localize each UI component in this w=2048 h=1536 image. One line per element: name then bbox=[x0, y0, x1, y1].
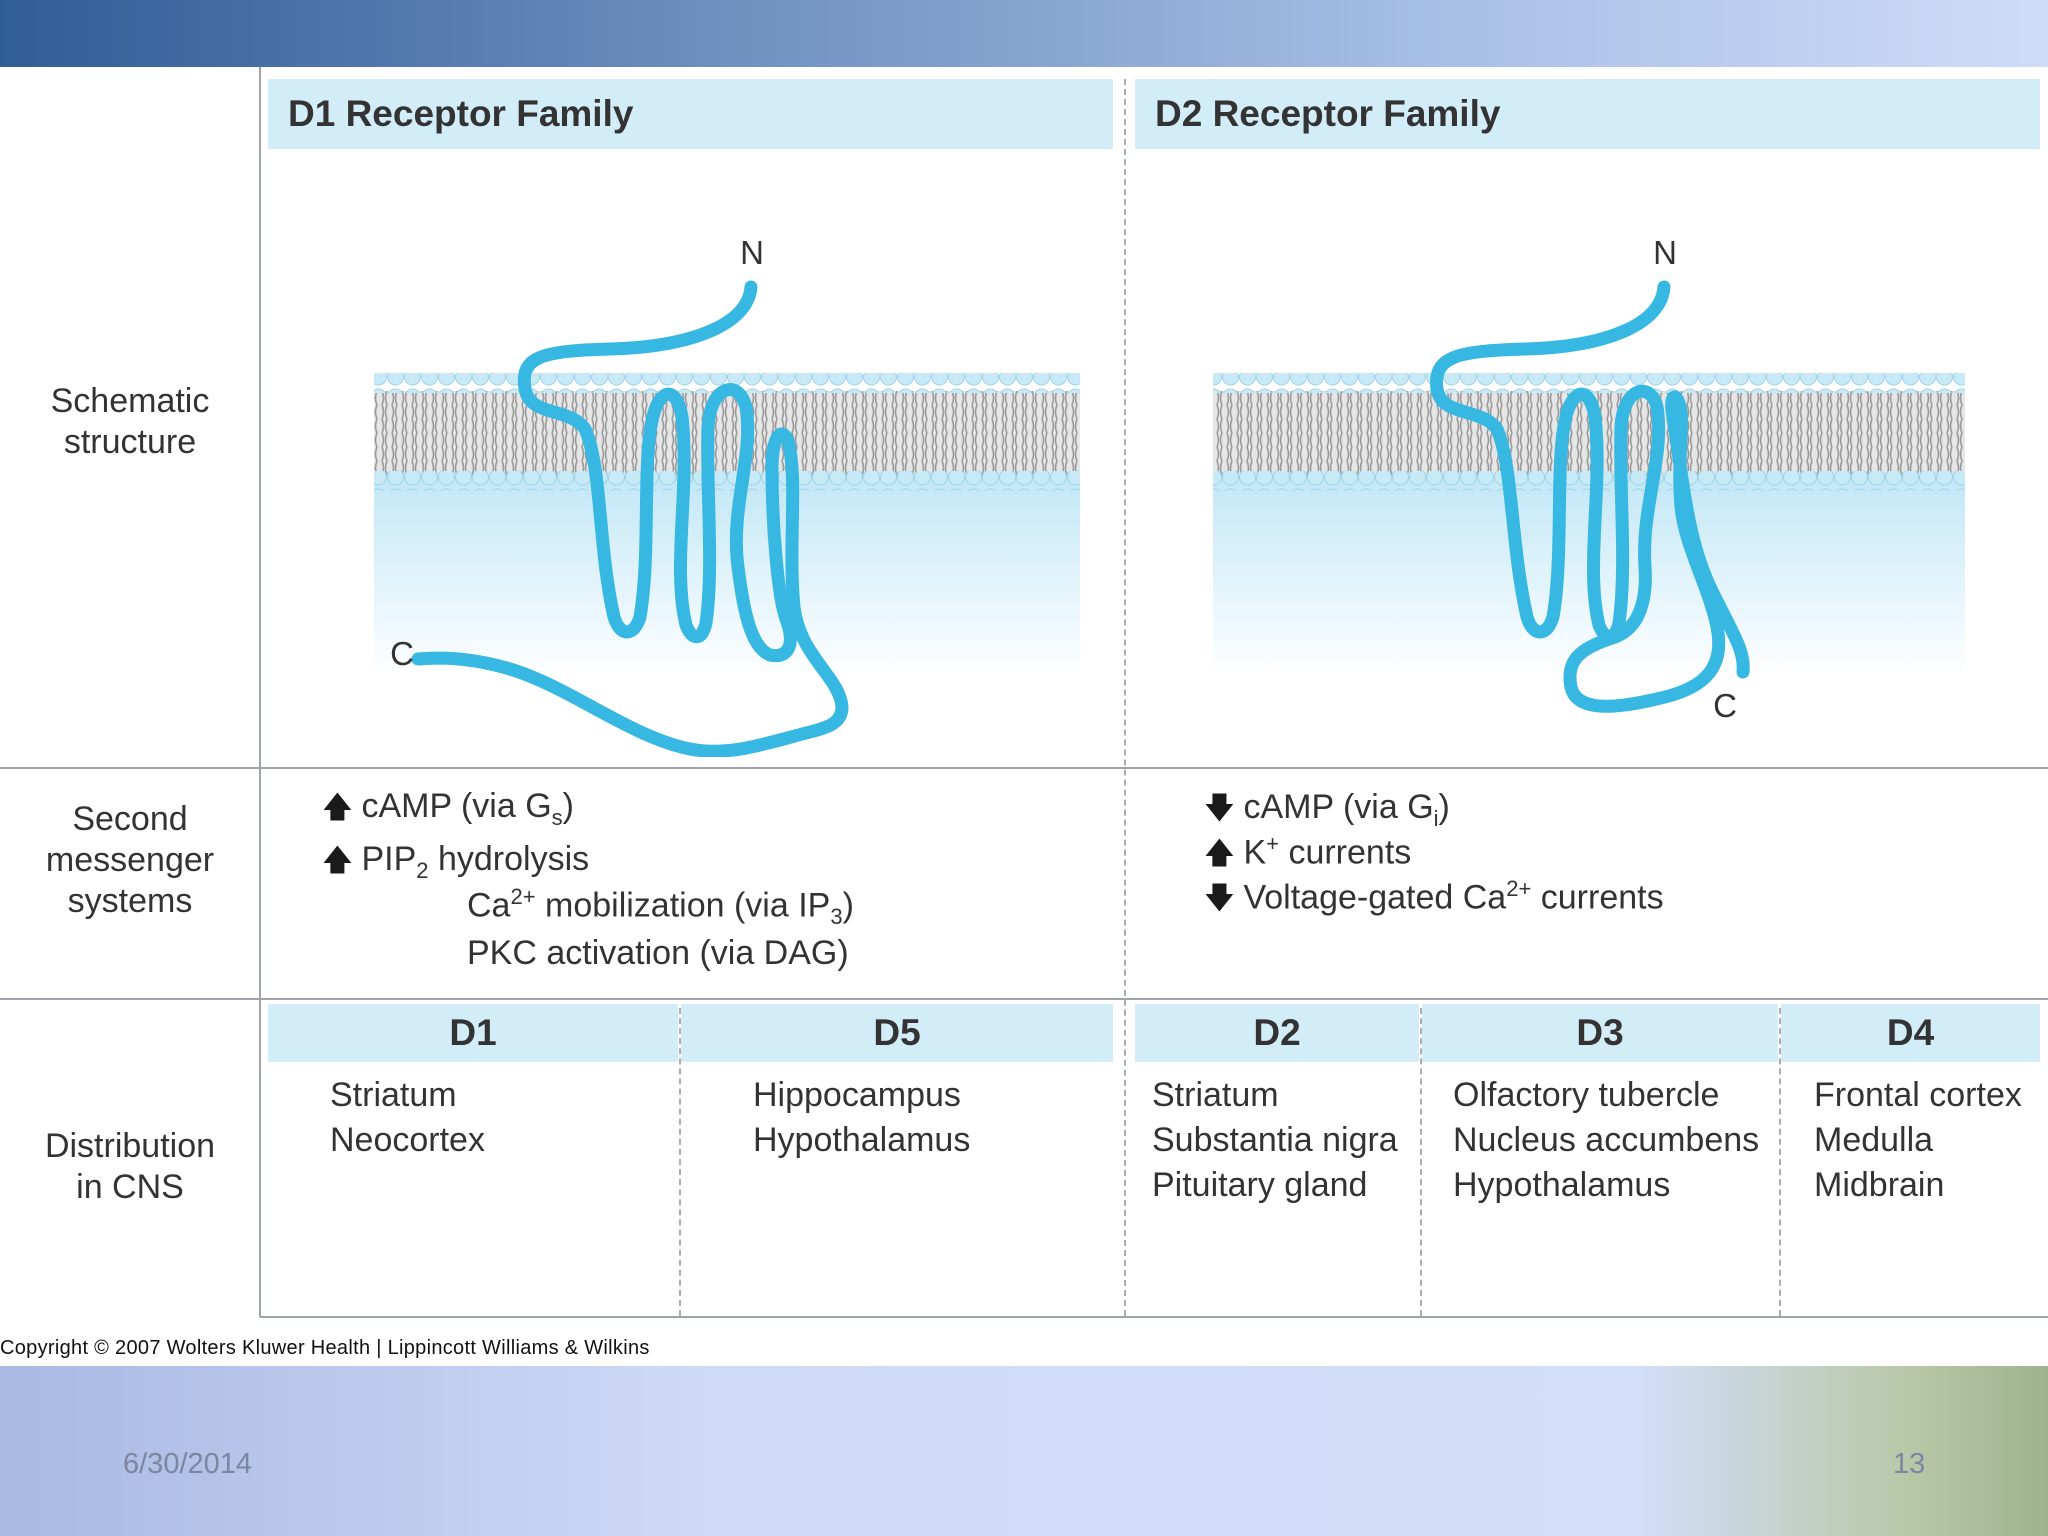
d1-messenger-pkc: PKC activation (via DAG) bbox=[467, 934, 849, 972]
d2-receptor-schematic: N C bbox=[1213, 234, 1965, 724]
d2-c-terminus-label: C bbox=[1713, 687, 1737, 724]
d1-locations: Striatum Neocortex bbox=[330, 1073, 485, 1163]
location-item: Hypothalamus bbox=[1453, 1166, 1671, 1204]
d1-messenger-camp: 🡅 cAMP (via Gs) bbox=[322, 785, 574, 836]
row-divider-3 bbox=[260, 1316, 2048, 1318]
copyright-notice: Copyright © 2007 Wolters Kluwer Health |… bbox=[0, 1337, 650, 1359]
d1-receptor-schematic: N C bbox=[374, 234, 1080, 757]
footer-bar bbox=[0, 1366, 2048, 1536]
location-item: Hippocampus bbox=[753, 1076, 961, 1114]
location-item: Striatum bbox=[1152, 1076, 1279, 1114]
receptor-header-d3: D3 bbox=[1422, 1004, 1778, 1062]
d5-locations: Hippocampus Hypothalamus bbox=[753, 1073, 970, 1163]
lipid-heads-inner bbox=[374, 471, 1080, 491]
location-item: Frontal cortex bbox=[1814, 1076, 2022, 1114]
location-item: Substantia nigra bbox=[1152, 1121, 1398, 1159]
receptor-header-d2: D2 bbox=[1135, 1004, 1419, 1062]
up-arrow-icon: 🡅 bbox=[322, 844, 353, 877]
slide-number: 13 bbox=[1893, 1448, 1926, 1480]
location-item: Striatum bbox=[330, 1076, 457, 1114]
receptor-header-d5: D5 bbox=[681, 1004, 1113, 1062]
d1-messenger-ca-mobilization: Ca2+ mobilization (via IP3) bbox=[467, 884, 854, 930]
location-item: Midbrain bbox=[1814, 1166, 1945, 1204]
lipid-heads-inner bbox=[1213, 471, 1965, 491]
d2-locations: Striatum Substantia nigra Pituitary glan… bbox=[1152, 1073, 1398, 1208]
d2-d3-divider bbox=[1420, 1008, 1422, 1316]
down-arrow-icon: 🡇 bbox=[1204, 882, 1235, 916]
d3-locations: Olfactory tubercle Nucleus accumbens Hyp… bbox=[1453, 1073, 1759, 1208]
up-arrow-icon: 🡅 bbox=[322, 791, 353, 824]
row-divider-1 bbox=[0, 767, 2048, 769]
lipid-heads-outer bbox=[1213, 373, 1965, 393]
d1-n-terminus-label: N bbox=[740, 234, 764, 271]
location-item: Medulla bbox=[1814, 1121, 1934, 1159]
receptor-chain bbox=[1430, 280, 1750, 713]
lipid-heads-outer bbox=[374, 373, 1080, 393]
up-arrow-icon: 🡅 bbox=[1204, 837, 1235, 871]
family-divider bbox=[1124, 79, 1126, 1316]
d1-c-terminus-label: C bbox=[390, 635, 414, 672]
location-item: Pituitary gland bbox=[1152, 1166, 1368, 1204]
d2-family-header: D2 Receptor Family bbox=[1135, 79, 2040, 149]
lipid-tails bbox=[374, 391, 1080, 477]
location-item: Hypothalamus bbox=[753, 1121, 971, 1159]
cytoplasm-region bbox=[374, 467, 1080, 677]
down-arrow-icon: 🡇 bbox=[1204, 792, 1235, 825]
d3-d4-divider bbox=[1779, 1008, 1781, 1316]
receptor-header-d1: D1 bbox=[268, 1004, 678, 1062]
d2-messenger-ca-currents: 🡇 Voltage-gated Ca2+ currents bbox=[1204, 876, 1664, 927]
slide-date: 6/30/2014 bbox=[123, 1448, 253, 1480]
d1-family-header: D1 Receptor Family bbox=[268, 79, 1113, 149]
d4-locations: Frontal cortex Medulla Midbrain bbox=[1814, 1073, 2022, 1208]
label-column-divider bbox=[259, 67, 261, 1317]
location-item: Olfactory tubercle bbox=[1453, 1076, 1720, 1114]
d1-d5-divider bbox=[679, 1008, 681, 1316]
location-item: Nucleus accumbens bbox=[1453, 1121, 1760, 1159]
d1-messenger-pip2: 🡅 PIP2 hydrolysis bbox=[322, 838, 589, 889]
receptor-chain bbox=[411, 280, 849, 757]
receptor-header-d4: D4 bbox=[1781, 1004, 2040, 1062]
d2-messenger-k-currents: 🡅 K+ currents bbox=[1204, 831, 1411, 882]
d2-messenger-camp: 🡇 cAMP (via Gi) bbox=[1204, 786, 1450, 837]
location-item: Neocortex bbox=[330, 1121, 485, 1159]
d2-n-terminus-label: N bbox=[1653, 234, 1677, 271]
title-bar bbox=[0, 0, 2048, 67]
row-divider-2 bbox=[0, 998, 2048, 1000]
